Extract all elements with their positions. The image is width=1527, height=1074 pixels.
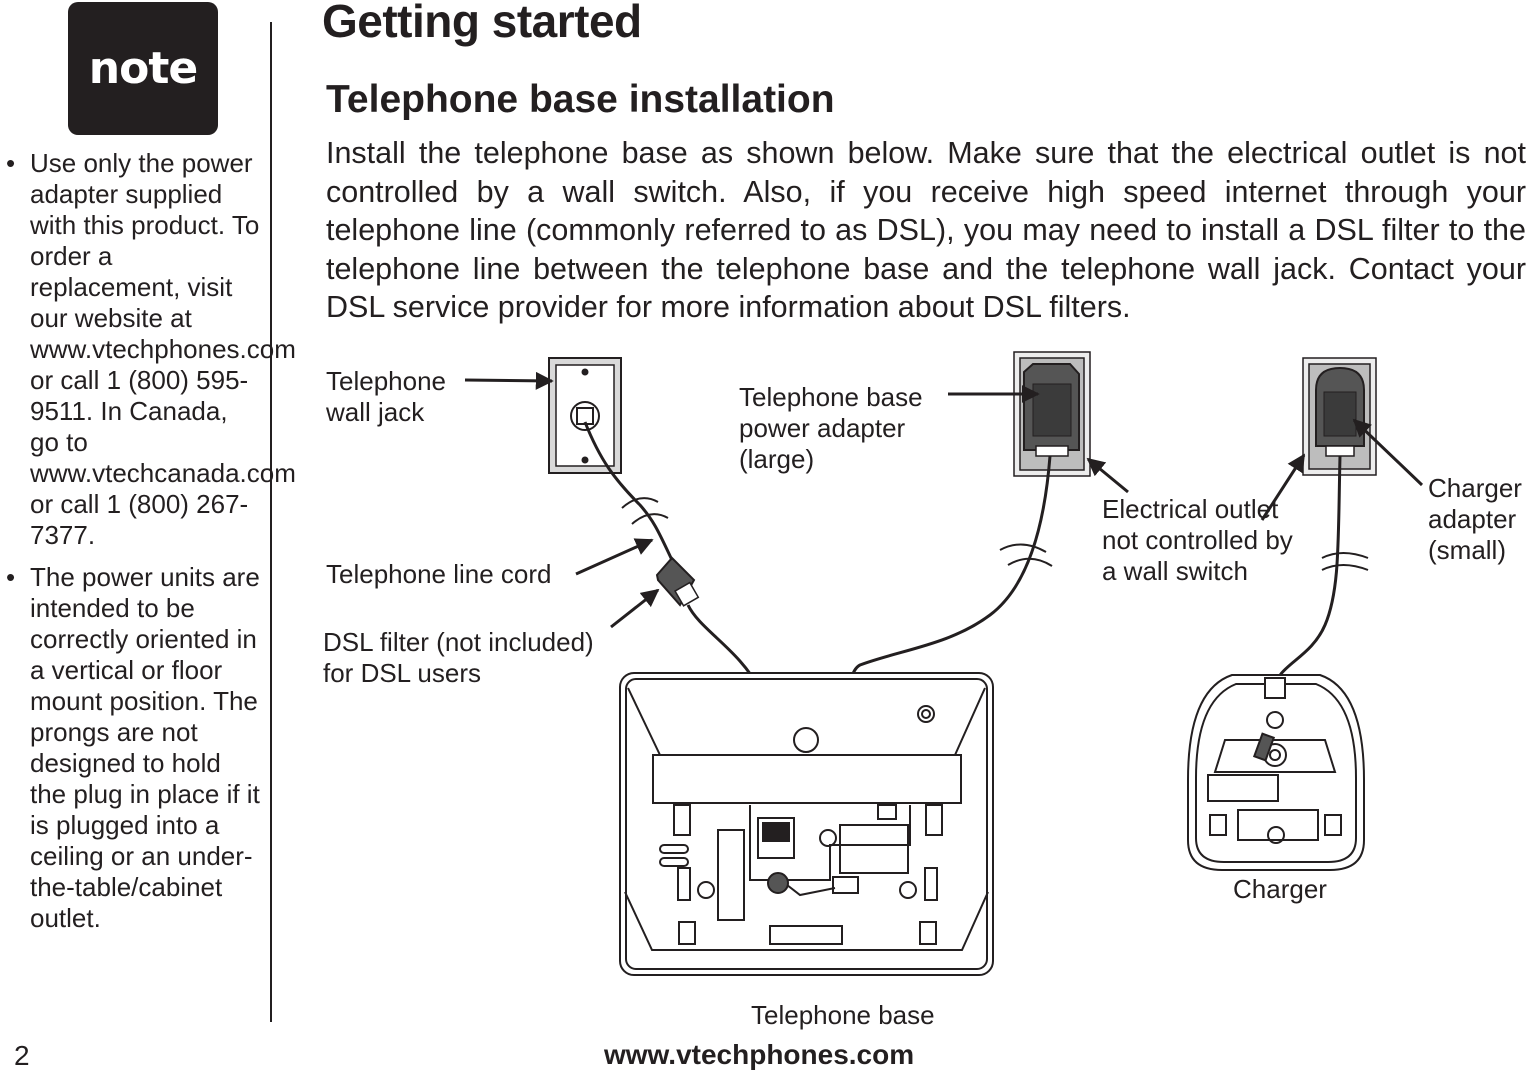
charger-power-cord — [1273, 455, 1342, 691]
label-wall-jack: Telephone wall jack — [326, 366, 446, 427]
note-text: The power units are intended to be corre… — [30, 562, 260, 933]
note-item: • Use only the power adapter supplied wit… — [0, 148, 296, 551]
note-list: • Use only the power adapter supplied wit… — [0, 148, 296, 945]
wall-jack-icon — [548, 357, 622, 474]
label-base-adapter: Telephone base power adapter (large) — [739, 382, 923, 474]
label-line-cord: Telephone line cord — [326, 559, 552, 589]
cord-break-marks — [621, 497, 1369, 571]
section-title: Telephone base installation — [326, 78, 835, 121]
page-title: Getting started — [322, 0, 642, 47]
label-charger-adapter: Charger adapter (small) — [1428, 473, 1522, 565]
telephone-base-icon — [619, 672, 994, 976]
note-text: Use only the power adapter supplied with… — [30, 148, 296, 550]
label-telephone-base: Telephone base — [751, 1000, 935, 1030]
intro-paragraph: Install the telephone base as shown belo… — [326, 136, 1526, 325]
charger-icon — [1187, 674, 1365, 871]
base-adapter-icon — [1013, 351, 1091, 477]
column-divider — [270, 22, 272, 1022]
label-dsl-filter: DSL filter (not included) for DSL users — [323, 627, 594, 688]
label-outlet: Electrical outlet not controlled by a wa… — [1102, 494, 1293, 586]
dsl-filter-icon — [655, 556, 700, 607]
note-item: • The power units are intended to be corr… — [0, 562, 262, 934]
wall-to-filter-cord — [583, 421, 674, 561]
leader-arrows — [464, 371, 1424, 629]
bullet-icon: • — [6, 562, 16, 592]
footer-url[interactable]: www.vtechphones.com — [604, 1039, 915, 1070]
note-badge-label: note — [88, 43, 198, 94]
page-number: 2 — [14, 1040, 30, 1071]
bullet-icon: • — [6, 148, 16, 178]
note-badge: note — [68, 2, 218, 135]
label-charger: Charger — [1233, 874, 1327, 904]
